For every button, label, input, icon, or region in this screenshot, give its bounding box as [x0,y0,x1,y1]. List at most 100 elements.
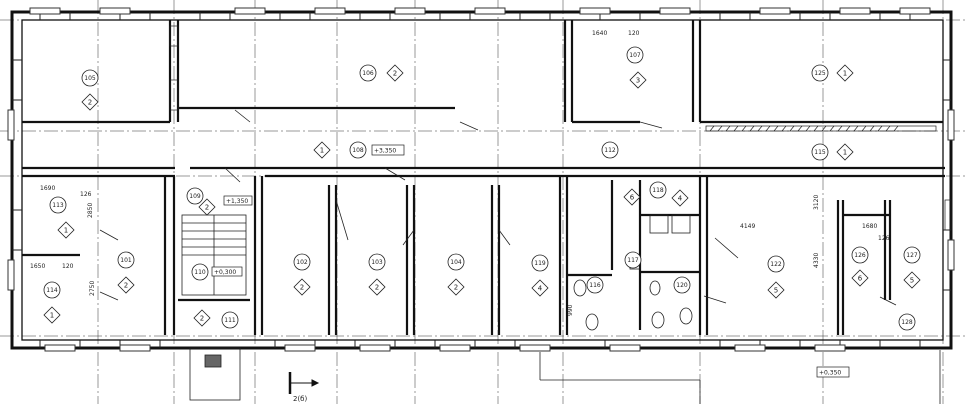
room-125-category: 1 [843,70,847,78]
room-128-number: 128 [901,319,913,326]
room-104-number: 104 [450,259,462,266]
dimension-label: 2850 [87,203,94,218]
room-122-number: 122 [770,261,782,268]
room-108-number: 108 [352,147,364,154]
section-cut-label: 2(б) [293,395,308,403]
room-112-number: 112 [604,147,616,154]
entrance-porch [189,347,941,404]
room-119-number-circle [531,254,549,272]
room-127-category-diamond [903,271,921,289]
room-109-category: 2 [205,204,209,212]
room-105-number: 105 [84,75,96,82]
room-128-number-circle [898,313,916,331]
interior-walls [22,20,945,335]
room-127-category: 5 [910,277,914,285]
room-115-category-diamond [836,143,854,161]
room-114-category-diamond [43,306,61,324]
hatched-walls [169,25,952,231]
dimension-label: 1650 [30,263,45,270]
room-128-marker: 128 [898,313,916,331]
room-103-number: 103 [371,259,383,266]
room-108-category-diamond [313,141,331,159]
room-122-category-diamond [767,281,785,299]
room-101-number: 101 [120,257,132,264]
room-114-number: 114 [46,287,58,294]
room-110-marker: 110 [191,263,209,281]
dimension-label: 4330 [813,253,820,268]
room-107-category-diamond [629,71,647,89]
room-118-marker: 118 4 [649,181,689,207]
dimension-label: 990 [567,304,574,316]
room-114-category: 1 [50,312,54,320]
room-122-marker: 122 5 [767,255,785,299]
room-108-number-circle [349,141,367,159]
room-107-number-circle [626,46,644,64]
section-cut-marker [288,372,320,394]
room-111-category-diamond [193,309,211,327]
room-118-category: 4 [678,195,683,203]
room-111-number-circle [221,311,239,329]
dimension-label: 1680 [862,223,877,230]
elevation-outside-text: +0,350 [819,370,841,377]
room-108-marker: 108 1 [313,141,367,159]
room-117-marker: 117 [624,251,642,269]
room-114-number-circle [43,281,61,299]
room-101-category-diamond [117,276,135,294]
room-109-number: 109 [189,193,201,200]
room-125-marker: 125 1 [811,64,854,82]
room-102-number: 102 [296,259,308,266]
room-120-number-circle [673,276,691,294]
room-120-number: 120 [676,282,688,289]
room-109-number-circle [186,187,204,205]
room-108-category: 1 [320,147,324,155]
dimension-label: 120 [62,263,74,270]
room-112-category: 6 [630,194,635,202]
room-106-number: 106 [362,70,374,77]
room-104-marker: 104 2 [447,253,465,296]
room-106-category: 2 [393,70,397,78]
elevation-main-text: +3,350 [374,148,396,155]
room-104-number-circle [447,253,465,271]
room-122-number-circle [767,255,785,273]
room-113-number: 113 [52,202,64,209]
room-127-number-circle [903,246,921,264]
room-125-number: 125 [814,70,826,77]
room-119-number: 119 [534,260,546,267]
room-105-category: 2 [88,99,92,107]
room-118-number: 118 [652,187,664,194]
room-107-category: 3 [636,77,640,85]
door-swings [99,109,897,306]
room-110-number: 110 [194,269,206,276]
room-105-number-circle [81,69,99,87]
dimension-label: 1640 [592,30,607,37]
room-111-category: 2 [200,315,204,323]
room-104-category-diamond [447,278,465,296]
room-115-category: 1 [843,149,847,157]
elevation-mark-main: +3,350 [371,144,405,156]
room-105-marker: 105 2 [81,69,99,111]
room-122-category: 5 [774,287,778,295]
elevation-landing-text: +0,300 [214,269,236,276]
room-113-number-circle [49,196,67,214]
room-104-category: 2 [454,284,458,292]
elevation-mark-outside: +0,350 [816,366,850,378]
room-113-category-diamond [57,221,75,239]
dimension-label: 120 [628,30,640,37]
room-102-category-diamond [293,278,311,296]
elevation-mark-landing: +0,300 [211,266,243,277]
room-105-category-diamond [81,93,99,111]
room-116-marker: 116 [586,276,604,294]
dimension-label: 4149 [740,223,755,230]
room-109-marker: 109 2 [186,187,216,216]
stair [181,214,247,296]
